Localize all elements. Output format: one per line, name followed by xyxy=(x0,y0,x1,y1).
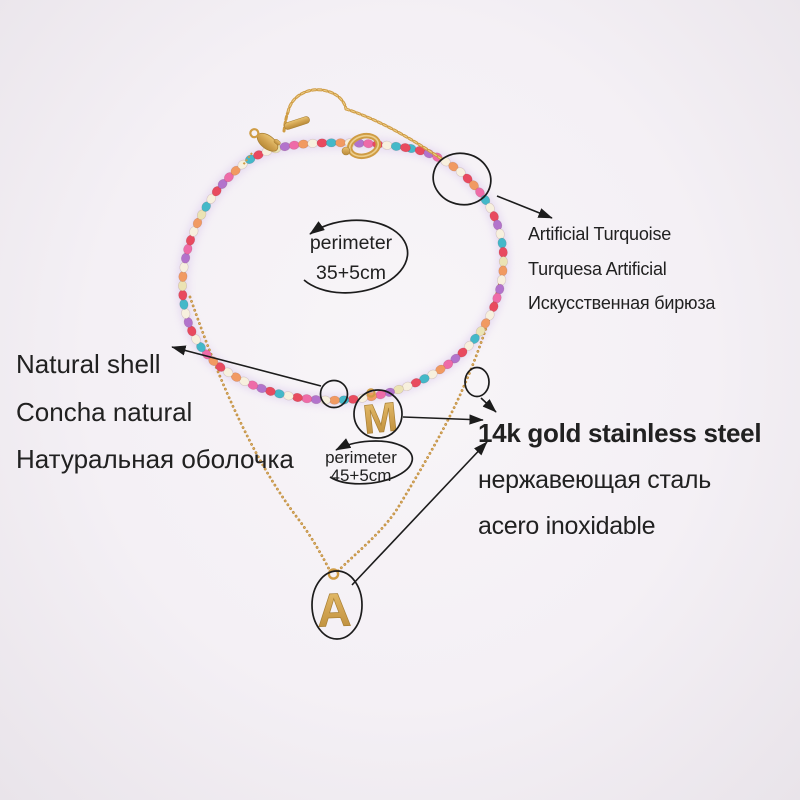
perimeter-choker-value: 35+5cm xyxy=(316,262,386,284)
circle-annotation-turquoise-beads xyxy=(432,152,492,206)
lobster-clasp-icon xyxy=(249,128,281,152)
bead xyxy=(329,395,340,405)
label-steel-ru: нержавеющая сталь xyxy=(478,465,711,494)
ball-chain-necklace xyxy=(188,264,506,573)
circle-annotation-shell-beads xyxy=(319,379,349,409)
bead xyxy=(316,138,328,148)
label-perimeter-chain: perimeter 45+5cm xyxy=(316,449,406,484)
bead xyxy=(307,138,319,148)
label-steel-en: 14k gold stainless steel xyxy=(478,418,762,448)
label-shell-ru: Натуральная оболочка xyxy=(16,444,294,474)
arrow-a-to-steel-label xyxy=(351,441,488,586)
arrow-m-to-steel-label xyxy=(402,414,484,425)
label-shell-en: Natural shell xyxy=(16,349,161,379)
circle-annotation-a-pendant xyxy=(311,570,363,640)
label-stainless-steel: 14k gold stainless steel нержавеющая ста… xyxy=(478,410,762,550)
circle-annotation-m-pendant xyxy=(353,389,403,439)
bead xyxy=(325,138,337,148)
bead xyxy=(335,138,346,148)
label-turquoise-en: Artificial Turquoise xyxy=(528,224,672,244)
label-natural-shell: Natural shell Concha natural Натуральная… xyxy=(16,341,294,484)
label-artificial-turquoise: Artificial Turquoise Turquesa Artificial… xyxy=(528,217,715,321)
label-turquoise-ru: Искусственная бирюза xyxy=(528,293,716,314)
clasp-link xyxy=(242,152,253,166)
label-perimeter-choker: perimeter 35+5cm xyxy=(303,228,399,288)
bead xyxy=(363,139,374,149)
ellipse-arrow-perimeter-35 xyxy=(303,219,409,294)
pendant-letter-a: A xyxy=(316,582,352,636)
perimeter-chain-value: 45+5cm xyxy=(330,465,392,485)
arrow-to-shell-label xyxy=(171,345,322,387)
clasp-and-extender xyxy=(242,88,445,166)
bead xyxy=(177,280,188,292)
perimeter-choker-word: perimeter xyxy=(309,232,393,254)
bead xyxy=(400,143,411,153)
pendant-bail xyxy=(327,568,340,580)
ellipse-arrow-perimeter-45 xyxy=(329,438,414,485)
clasp-bead xyxy=(341,146,351,156)
bead xyxy=(498,256,508,267)
arrow-to-turquoise-label xyxy=(496,195,553,219)
label-turquoise-es: Turquesa Artificial xyxy=(528,258,667,279)
perimeter-chain-word: perimeter xyxy=(325,448,397,467)
arrow-chain-to-steel-label xyxy=(480,397,497,413)
clasp-tongue xyxy=(284,116,310,130)
label-steel-es: acero inoxidable xyxy=(478,512,656,540)
circle-annotation-chain xyxy=(464,366,490,398)
letter-a-pendant: A xyxy=(316,568,352,637)
bead xyxy=(498,246,508,258)
label-shell-es: Concha natural xyxy=(16,396,193,427)
